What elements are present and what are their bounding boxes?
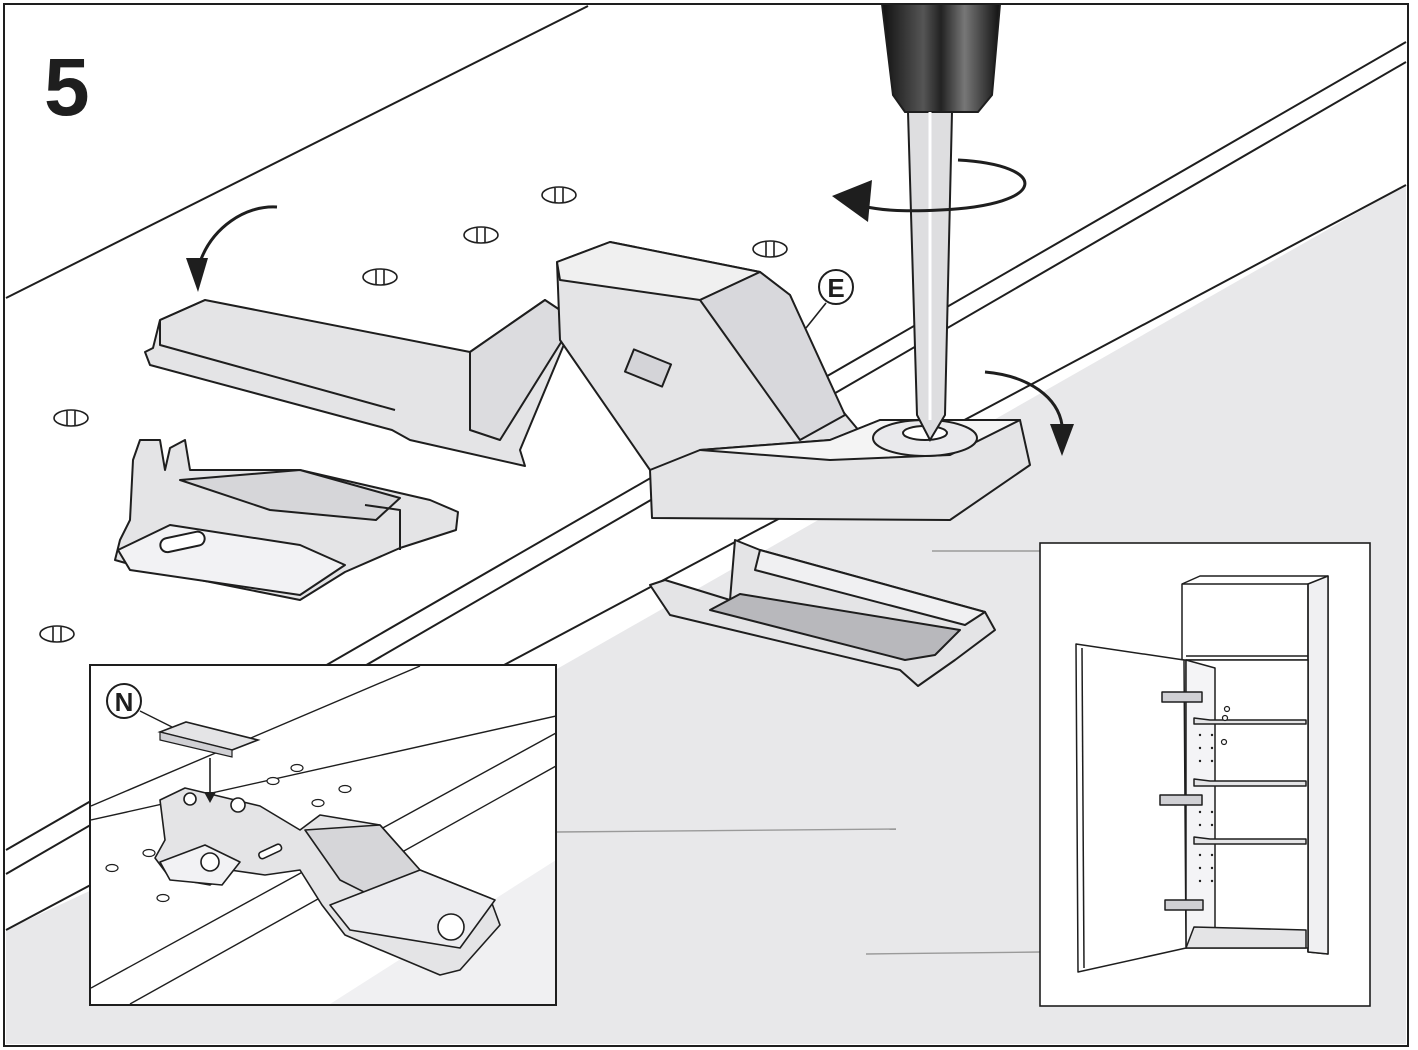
cabinet-icon	[1039, 542, 1371, 1007]
detail-inset: N	[89, 664, 557, 1006]
drill-hole	[53, 409, 89, 427]
rotate-arrow-icon	[832, 158, 1027, 222]
callout-e-label: E	[827, 273, 844, 303]
callout-n: N	[106, 683, 173, 728]
drill-holes	[39, 186, 788, 643]
mounting-clip	[114, 439, 459, 601]
fold-arrow-icon	[984, 370, 1074, 456]
drill-hole	[362, 268, 398, 286]
screwdriver-icon	[880, 3, 1002, 443]
step-number: 5	[44, 42, 90, 133]
cover-plate	[649, 539, 996, 687]
fold-arrow-icon	[186, 205, 278, 292]
drill-hole	[463, 226, 499, 244]
hinge-linkage	[469, 299, 576, 441]
callout-e: E	[805, 269, 854, 329]
callout-n-label: N	[115, 687, 134, 717]
hinge-arm-e	[144, 241, 1031, 521]
detail-hinge	[154, 787, 501, 976]
drill-hole	[541, 186, 577, 204]
drill-hole	[752, 240, 788, 258]
leader-lines	[555, 550, 1041, 955]
drill-hole	[39, 625, 75, 643]
